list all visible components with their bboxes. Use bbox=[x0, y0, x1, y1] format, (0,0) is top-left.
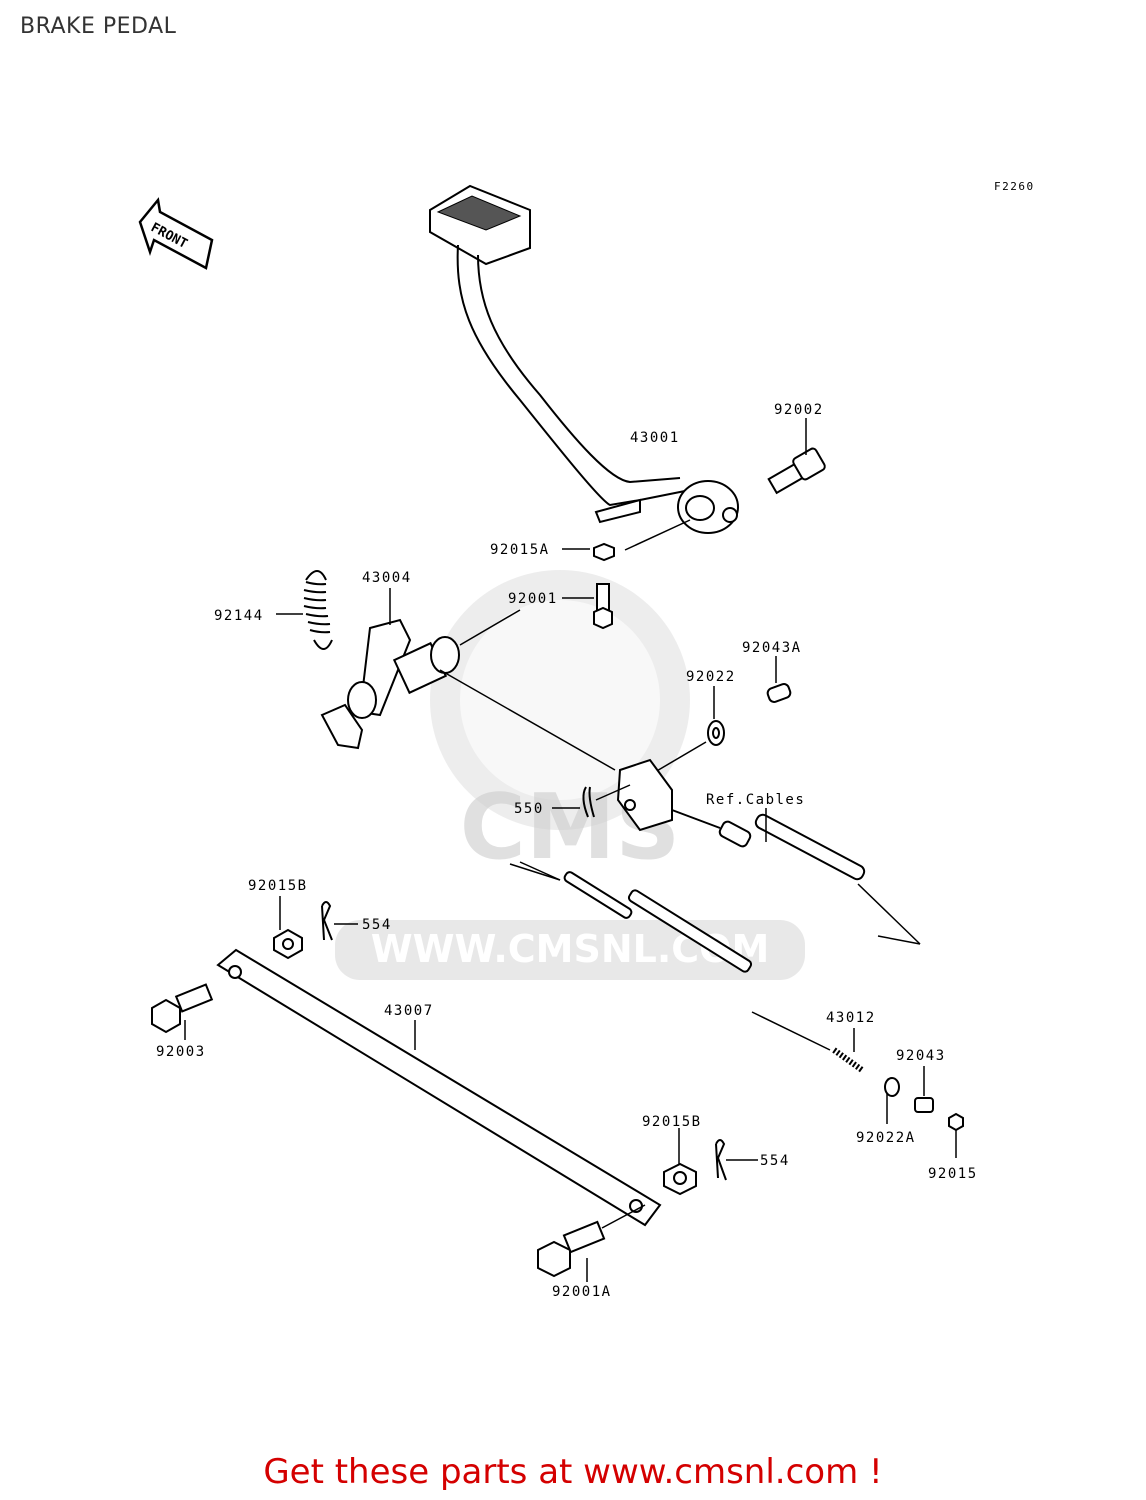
label-550: 550 bbox=[514, 801, 544, 817]
label-92043: 92043 bbox=[896, 1048, 946, 1064]
brake-cable bbox=[509, 808, 921, 945]
rod-43007 bbox=[216, 948, 662, 1227]
spring-92144 bbox=[276, 570, 333, 650]
label-92043a: 92043A bbox=[742, 640, 802, 656]
label-92015: 92015 bbox=[928, 1166, 978, 1182]
label-43007: 43007 bbox=[384, 1003, 434, 1019]
label-92001: 92001 bbox=[508, 591, 558, 607]
bolt-92003 bbox=[151, 983, 214, 1040]
figure-code: F2260 bbox=[994, 180, 1035, 193]
brake-pedal-43001 bbox=[429, 184, 739, 534]
bolt-92001a bbox=[537, 1204, 646, 1282]
nut-92015b-top bbox=[273, 896, 303, 960]
label-43012: 43012 bbox=[826, 1010, 876, 1026]
bolt-92001 bbox=[562, 583, 613, 630]
part-labels: 92002 43001 92015A 92001 43004 92144 920… bbox=[156, 402, 978, 1300]
nut-92015b-bottom bbox=[663, 1128, 697, 1196]
clip-554-bottom bbox=[715, 1139, 758, 1181]
page-title: BRAKE PEDAL bbox=[20, 14, 177, 39]
label-92015b-bottom: 92015B bbox=[642, 1114, 702, 1130]
label-ref-cables: Ref.Cables bbox=[706, 792, 805, 808]
label-92015a: 92015A bbox=[490, 542, 550, 558]
label-92002: 92002 bbox=[774, 402, 824, 418]
pin-92043a bbox=[766, 656, 792, 703]
clip-554-top bbox=[321, 901, 358, 941]
cta-link[interactable]: Get these parts at www.cmsnl.com ! bbox=[263, 1452, 883, 1492]
label-92015b-top: 92015B bbox=[248, 878, 308, 894]
nut-92015 bbox=[948, 1112, 964, 1158]
clevis bbox=[616, 758, 721, 832]
label-92001a: 92001A bbox=[552, 1284, 612, 1300]
label-554-bottom: 554 bbox=[760, 1153, 790, 1169]
label-92022: 92022 bbox=[686, 669, 736, 685]
label-92144: 92144 bbox=[214, 608, 264, 624]
washer-92022 bbox=[654, 686, 725, 773]
cotter-pin-550 bbox=[552, 784, 631, 818]
rod-43012 bbox=[563, 871, 864, 1073]
nut-92015a bbox=[562, 519, 691, 562]
bolt-92002 bbox=[767, 418, 826, 495]
front-arrow-icon: FRONT bbox=[138, 197, 214, 270]
shaft-43004 bbox=[320, 588, 616, 771]
label-43004: 43004 bbox=[362, 570, 412, 586]
label-43001: 43001 bbox=[630, 430, 680, 446]
cta-banner: Get these parts at www.cmsnl.com ! bbox=[0, 1452, 1146, 1492]
label-554-top: 554 bbox=[362, 917, 392, 933]
label-92003: 92003 bbox=[156, 1044, 206, 1060]
washer-92022a bbox=[884, 1077, 900, 1124]
label-92022a: 92022A bbox=[856, 1130, 916, 1146]
pin-92043 bbox=[914, 1066, 934, 1113]
